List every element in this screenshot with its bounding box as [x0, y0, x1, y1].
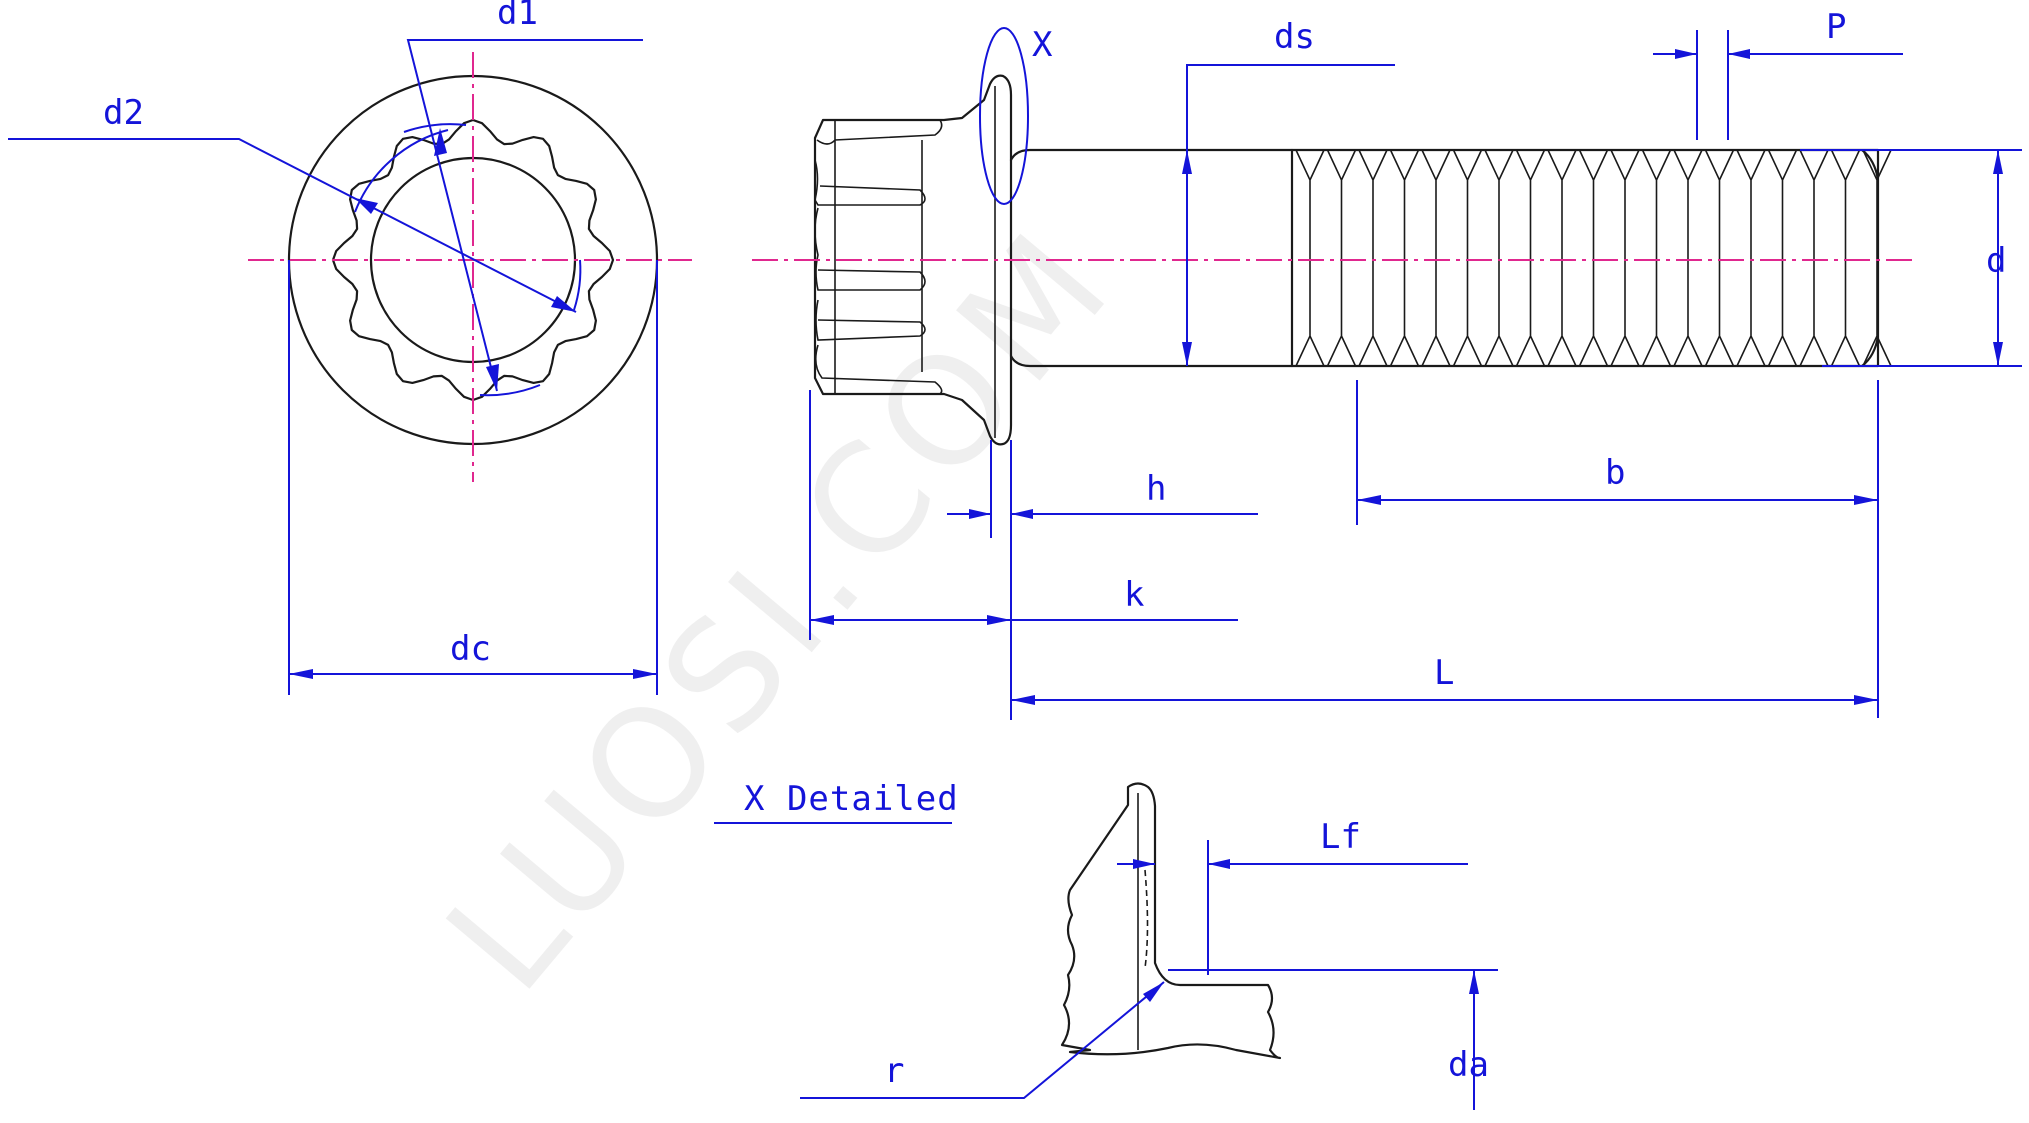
d1-label: d1 [497, 0, 538, 33]
ds-label: ds [1274, 17, 1315, 57]
da-label: da [1448, 1045, 1489, 1085]
h-label: h [1146, 469, 1166, 509]
lf-dimension: Lf [1117, 817, 1468, 975]
thread-helix-lines [1295, 149, 1892, 367]
dc-dimension: dc [288, 260, 658, 695]
bolt-head-ribs [814, 119, 943, 395]
r-label: r [884, 1051, 904, 1091]
watermark: LUOSI.COM [414, 196, 1147, 1023]
thread-outline [1290, 148, 1880, 368]
d2-label: d2 [103, 93, 144, 133]
d1-dimension: d1 [403, 0, 643, 397]
k-label: k [1124, 575, 1144, 615]
dc-label: dc [450, 629, 491, 669]
side-view: X ds P d [752, 7, 2022, 720]
r-dimension: r [800, 981, 1165, 1099]
pitch-dimension: P [1653, 7, 1903, 140]
l-dimension: L [1011, 653, 1878, 705]
d-dimension: d [1800, 149, 2022, 367]
lf-label: Lf [1320, 817, 1361, 857]
ds-dimension: ds [1182, 17, 1395, 366]
detail-title: X Detailed [744, 779, 959, 819]
bolt-shank [1009, 148, 1294, 368]
detail-x-marker [979, 27, 1029, 205]
l-label: L [1434, 653, 1454, 693]
p-label: P [1826, 7, 1846, 47]
bolt-head-outline [813, 74, 1013, 446]
k-dimension: k [809, 390, 1238, 720]
d-label: d [1986, 241, 2006, 281]
b-dimension: b [1356, 380, 1879, 718]
x-marker-label: X [1032, 25, 1053, 65]
b-label: b [1605, 453, 1625, 493]
detail-flange-profile [1060, 782, 1282, 1060]
end-view: d1 d2 dc [8, 0, 692, 695]
d2-dimension: d2 [8, 93, 582, 313]
detail-fillet-hidden [1144, 869, 1149, 969]
detail-x-view: X Detailed Lf da r [714, 779, 1498, 1110]
da-dimension: da [1168, 969, 1498, 1110]
